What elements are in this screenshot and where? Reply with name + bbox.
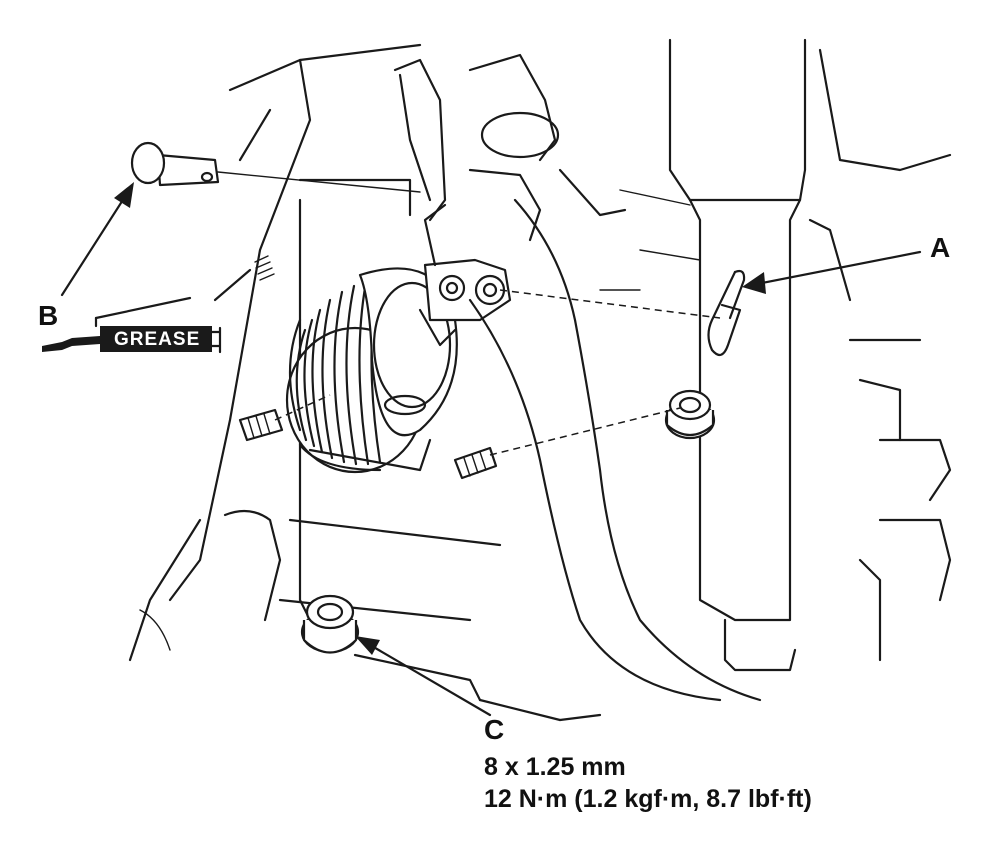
leader-arrow-a: [742, 250, 922, 294]
flange-nut-c: [300, 594, 360, 654]
leader-arrow-c: [355, 636, 492, 717]
steering-column: [599, 38, 952, 672]
installation-dashed-lines: [274, 289, 721, 456]
flange-nut-right: [664, 389, 716, 440]
callout-label-b: B: [38, 300, 59, 331]
callout-label-c: C: [484, 714, 505, 745]
brake-pedal-arm: [393, 53, 762, 702]
fastener-size: 8 x 1.25 mm: [484, 753, 626, 781]
stud-center: [453, 446, 498, 480]
lock-pin-a: [707, 269, 746, 357]
clevis-pin-b: [130, 141, 421, 193]
grease-hatch: [254, 255, 275, 281]
callout-label-a: A: [930, 232, 951, 263]
fastener-torque: 12 N·m (1.2 kgf·m, 8.7 lbf·ft): [484, 785, 812, 813]
leader-arrow-b: [60, 182, 134, 297]
grease-symbol: [42, 296, 222, 354]
stud-left: [238, 408, 284, 442]
clevis-pivot: [418, 203, 512, 347]
grease-label: GREASE: [114, 329, 201, 350]
